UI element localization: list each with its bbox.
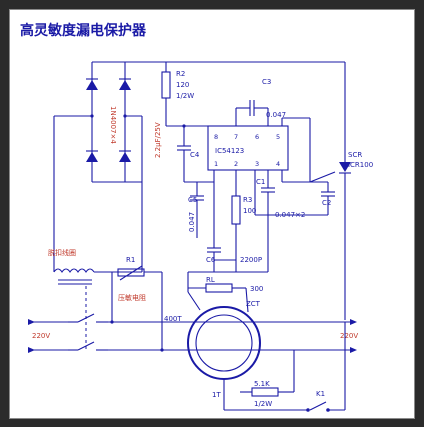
svg-text:1/2W: 1/2W bbox=[176, 92, 194, 100]
resistor-rl: RL 300 bbox=[187, 271, 268, 293]
diodes-label: 1N4007×4 bbox=[109, 106, 117, 144]
svg-text:C1: C1 bbox=[256, 178, 265, 186]
ic-label: IC54123 bbox=[215, 147, 244, 155]
ic-body bbox=[207, 125, 289, 171]
svg-text:C6: C6 bbox=[206, 256, 216, 264]
svg-text:4: 4 bbox=[276, 160, 280, 168]
svg-text:100: 100 bbox=[243, 207, 256, 215]
svg-text:5: 5 bbox=[276, 133, 280, 141]
svg-text:R2: R2 bbox=[176, 70, 185, 78]
capacitor-c6: C6 2200P bbox=[206, 182, 262, 272]
svg-text:C3: C3 bbox=[262, 78, 271, 86]
diode-d2 bbox=[86, 152, 98, 162]
trip-coil: 脱扣线圈 bbox=[48, 248, 142, 285]
varistor-r1: R1 压敏电阻 bbox=[110, 256, 164, 352]
svg-text:2.2μF/25V: 2.2μF/25V bbox=[154, 122, 162, 158]
diode-d3 bbox=[119, 80, 131, 90]
resistor-r3: R3 100 bbox=[231, 170, 256, 260]
arrow-right-top bbox=[350, 319, 357, 325]
scr-mcr100: SCR MCR100 bbox=[309, 62, 373, 320]
breaker-contacts bbox=[68, 286, 108, 359]
svg-text:400T: 400T bbox=[164, 315, 182, 323]
svg-text:0.047: 0.047 bbox=[188, 212, 196, 232]
svg-text:8: 8 bbox=[214, 133, 218, 141]
svg-text:1T: 1T bbox=[212, 391, 221, 399]
svg-text:3: 3 bbox=[255, 160, 259, 168]
zct-transformer: ZCT 400T 1T bbox=[164, 287, 261, 399]
svg-text:6: 6 bbox=[255, 133, 259, 141]
capacitor-c1: C1 0.047×2 bbox=[256, 170, 305, 219]
diagram-frame: 高灵敏度漏电保护器 1N4007×4 R2 120 1/2W bbox=[9, 9, 415, 419]
svg-text:C2: C2 bbox=[322, 199, 331, 207]
mains-right-label: 220V bbox=[340, 332, 358, 340]
svg-text:C4: C4 bbox=[190, 151, 200, 159]
svg-text:压敏电阻: 压敏电阻 bbox=[118, 293, 146, 302]
capacitor-c3-top: C3 0.047 bbox=[235, 78, 286, 126]
capacitor-c4: C4 2.2μF/25V bbox=[154, 122, 208, 182]
diode-d1 bbox=[86, 80, 98, 90]
mains-left-label: 220V bbox=[32, 332, 50, 340]
arrow-right-bottom bbox=[350, 347, 357, 353]
capacitor-c2: C2 bbox=[321, 182, 335, 215]
diode-d4 bbox=[119, 152, 131, 162]
circuit-diagram: 高灵敏度漏电保护器 1N4007×4 R2 120 1/2W bbox=[20, 22, 373, 412]
svg-text:1: 1 bbox=[214, 160, 218, 168]
svg-text:120: 120 bbox=[176, 81, 189, 89]
svg-text:300: 300 bbox=[250, 285, 263, 293]
resistor-r2: R2 120 1/2W bbox=[161, 62, 194, 126]
capacitor-c5: C5 0.047 bbox=[184, 170, 215, 238]
svg-text:R1: R1 bbox=[126, 256, 135, 264]
svg-text:RL: RL bbox=[206, 276, 215, 284]
arrow-left-top bbox=[28, 319, 35, 325]
svg-text:1/2W: 1/2W bbox=[254, 400, 272, 408]
svg-text:2: 2 bbox=[234, 160, 238, 168]
svg-text:2200P: 2200P bbox=[240, 256, 262, 264]
bridge-rectifier: 1N4007×4 bbox=[53, 61, 166, 272]
svg-text:MCR100: MCR100 bbox=[344, 161, 373, 169]
svg-text:0.047: 0.047 bbox=[266, 111, 286, 119]
svg-text:5.1K: 5.1K bbox=[254, 380, 270, 388]
svg-text:SCR: SCR bbox=[348, 151, 362, 159]
svg-text:ZCT: ZCT bbox=[246, 300, 261, 308]
svg-text:脱扣线圈: 脱扣线圈 bbox=[48, 248, 76, 257]
svg-text:7: 7 bbox=[234, 133, 238, 141]
svg-text:R3: R3 bbox=[243, 196, 252, 204]
diagram-title: 高灵敏度漏电保护器 bbox=[20, 22, 147, 39]
arrow-left-bottom bbox=[28, 347, 35, 353]
svg-text:C5: C5 bbox=[188, 196, 197, 204]
test-circuit: 5.1K 1/2W K1 bbox=[223, 322, 346, 412]
svg-text:K1: K1 bbox=[316, 390, 325, 398]
ic-54123: IC54123 8 7 6 5 1 2 3 4 bbox=[207, 125, 289, 171]
